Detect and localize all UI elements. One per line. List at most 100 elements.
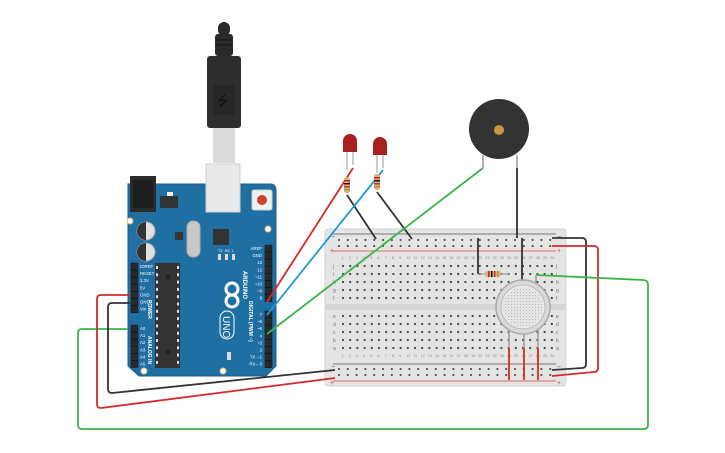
- rail-hole[interactable]: [487, 238, 490, 242]
- breadboard-hole[interactable]: [435, 264, 438, 268]
- breadboard-hole[interactable]: [349, 314, 352, 318]
- breadboard-hole[interactable]: [370, 288, 373, 292]
- breadboard-hole[interactable]: [413, 264, 417, 268]
- breadboard-hole[interactable]: [471, 322, 474, 326]
- breadboard-hole[interactable]: [464, 288, 467, 292]
- rail-hole[interactable]: [373, 373, 376, 377]
- breadboard-hole[interactable]: [370, 338, 373, 342]
- breadboard-hole[interactable]: [435, 288, 438, 292]
- breadboard-hole[interactable]: [349, 338, 352, 342]
- breadboard-hole[interactable]: [406, 338, 409, 342]
- breadboard-hole[interactable]: [392, 330, 395, 334]
- breadboard-hole[interactable]: [377, 296, 381, 300]
- breadboard-hole[interactable]: [478, 288, 481, 292]
- breadboard-hole[interactable]: [406, 272, 409, 276]
- breadboard-hole[interactable]: [442, 272, 445, 276]
- breadboard-hole[interactable]: [392, 272, 395, 276]
- red-led-1[interactable]: [343, 134, 357, 170]
- breadboard-hole[interactable]: [399, 322, 402, 326]
- breadboard-hole[interactable]: [413, 346, 417, 350]
- rail-hole[interactable]: [522, 244, 525, 248]
- breadboard-hole[interactable]: [385, 296, 388, 300]
- header-pin[interactable]: [130, 276, 139, 285]
- breadboard-hole[interactable]: [428, 296, 431, 300]
- breadboard-hole[interactable]: [435, 314, 438, 318]
- rail-hole[interactable]: [452, 373, 455, 377]
- breadboard-hole[interactable]: [507, 264, 510, 268]
- breadboard-hole[interactable]: [356, 346, 359, 350]
- breadboard-hole[interactable]: [550, 322, 553, 326]
- rail-hole[interactable]: [505, 244, 508, 248]
- breadboard-hole[interactable]: [464, 346, 467, 350]
- breadboard-hole[interactable]: [507, 280, 510, 284]
- resistor[interactable]: [374, 174, 380, 190]
- breadboard-hole[interactable]: [363, 288, 366, 292]
- reset-button-cap[interactable]: [257, 195, 267, 205]
- breadboard-hole[interactable]: [428, 264, 431, 268]
- rail-hole[interactable]: [549, 238, 552, 242]
- rail-hole[interactable]: [373, 367, 376, 371]
- rail-hole[interactable]: [434, 367, 437, 371]
- breadboard-hole[interactable]: [421, 330, 424, 334]
- rail-hole[interactable]: [408, 244, 411, 248]
- breadboard-hole[interactable]: [457, 338, 460, 342]
- rail-hole[interactable]: [408, 373, 411, 377]
- breadboard-hole[interactable]: [543, 346, 546, 350]
- header-pin[interactable]: [264, 360, 273, 368]
- breadboard-hole[interactable]: [478, 314, 481, 318]
- breadboard-hole[interactable]: [341, 288, 345, 292]
- breadboard-hole[interactable]: [406, 288, 409, 292]
- wire-red-pin8-led1[interactable]: [266, 167, 354, 303]
- wire-green-sensor-a0[interactable]: [77, 274, 649, 430]
- breadboard-hole[interactable]: [449, 346, 453, 350]
- rail-hole[interactable]: [531, 373, 534, 377]
- header-pin[interactable]: [130, 346, 139, 354]
- rail-hole[interactable]: [496, 244, 499, 248]
- breadboard-hole[interactable]: [478, 280, 481, 284]
- breadboard-hole[interactable]: [485, 322, 489, 326]
- breadboard-hole[interactable]: [550, 272, 553, 276]
- breadboard-hole[interactable]: [377, 346, 381, 350]
- rail-hole[interactable]: [478, 238, 481, 242]
- breadboard-hole[interactable]: [514, 346, 517, 350]
- breadboard-hole[interactable]: [421, 296, 424, 300]
- breadboard-hole[interactable]: [399, 296, 402, 300]
- breadboard-hole[interactable]: [399, 288, 402, 292]
- breadboard-hole[interactable]: [370, 314, 373, 318]
- rail-hole[interactable]: [549, 244, 552, 248]
- breadboard-hole[interactable]: [529, 272, 532, 276]
- breadboard-hole[interactable]: [485, 330, 489, 334]
- breadboard-hole[interactable]: [442, 314, 445, 318]
- rail-hole[interactable]: [505, 373, 508, 377]
- rail-hole[interactable]: [478, 244, 481, 248]
- breadboard-hole[interactable]: [478, 330, 481, 334]
- breadboard-hole[interactable]: [550, 296, 553, 300]
- rail-hole[interactable]: [417, 373, 420, 377]
- rail-hole[interactable]: [531, 244, 534, 248]
- rail-hole[interactable]: [469, 373, 473, 377]
- breadboard-hole[interactable]: [413, 330, 417, 334]
- breadboard-hole[interactable]: [349, 288, 352, 292]
- piezo-buzzer[interactable]: [469, 99, 529, 168]
- rail-hole[interactable]: [364, 373, 367, 377]
- wire-black-rail-bridge[interactable]: [551, 237, 587, 371]
- breadboard-hole[interactable]: [500, 338, 503, 342]
- header-pin[interactable]: [264, 287, 273, 295]
- rail-hole[interactable]: [399, 373, 402, 377]
- breadboard-hole[interactable]: [464, 314, 467, 318]
- breadboard-hole[interactable]: [370, 264, 373, 268]
- rail-hole[interactable]: [425, 238, 429, 242]
- rail-hole[interactable]: [399, 238, 402, 242]
- breadboard-hole[interactable]: [377, 272, 381, 276]
- breadboard-hole[interactable]: [449, 314, 453, 318]
- breadboard-hole[interactable]: [464, 330, 467, 334]
- breadboard-hole[interactable]: [471, 272, 474, 276]
- breadboard-hole[interactable]: [485, 346, 489, 350]
- breadboard-hole[interactable]: [370, 272, 373, 276]
- breadboard-hole[interactable]: [406, 330, 409, 334]
- breadboard-hole[interactable]: [349, 264, 352, 268]
- breadboard-hole[interactable]: [399, 272, 402, 276]
- breadboard-hole[interactable]: [392, 280, 395, 284]
- rail-hole[interactable]: [337, 367, 341, 371]
- rail-hole[interactable]: [399, 367, 402, 371]
